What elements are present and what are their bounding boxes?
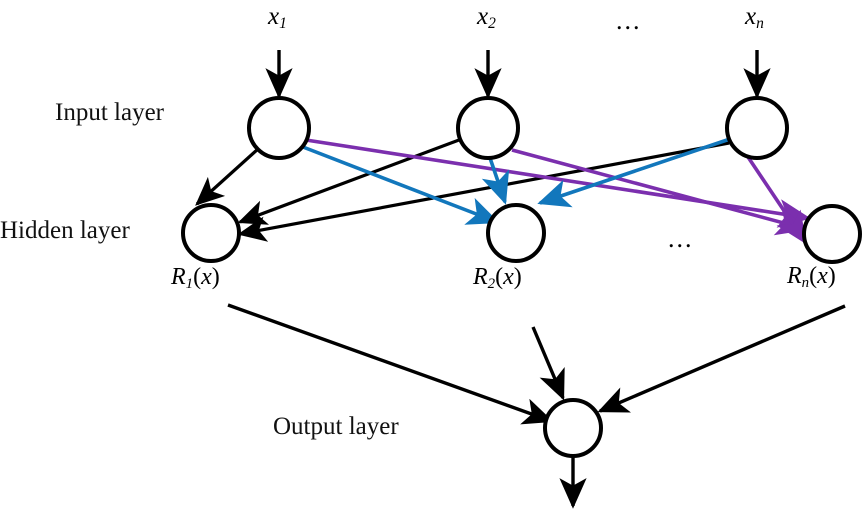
edges-to-output-group xyxy=(227,303,846,425)
edge-in2-to-hn xyxy=(511,148,809,236)
edge-inn-to-h2 xyxy=(537,137,731,208)
input-variable-xn: xn xyxy=(745,3,764,33)
hidden-layer-label: Hidden layer xyxy=(0,217,130,244)
edge-in1-to-hn xyxy=(305,138,811,228)
output-node xyxy=(543,398,603,458)
hidden-node-1 xyxy=(181,203,241,263)
edge-h1-to-output xyxy=(227,303,554,425)
input-node-1 xyxy=(247,96,311,160)
input-feed-arrow-group xyxy=(265,50,771,99)
edge-inn-to-hn xyxy=(746,155,807,245)
input-variable-x2: x2 xyxy=(477,3,496,33)
hidden-node-label-r1: R1(x) xyxy=(171,264,220,292)
hidden-node-label-r2: R2(x) xyxy=(473,264,522,292)
edges-to-hidden-n-group xyxy=(305,138,811,245)
input-row-ellipsis: ... xyxy=(616,6,642,35)
hidden-row-ellipsis: ... xyxy=(668,224,694,253)
edges-to-hidden-2-group xyxy=(302,137,731,225)
hidden-node-label-rn: Rn(x) xyxy=(787,263,836,291)
hidden-node-n xyxy=(802,204,862,264)
edge-in1-to-h2 xyxy=(302,145,500,225)
edge-in2-to-h2 xyxy=(481,157,510,205)
edge-hn-to-output xyxy=(597,304,846,413)
input-variable-x1: x1 xyxy=(268,3,287,33)
edge-h2-to-output xyxy=(531,326,565,401)
hidden-node-2 xyxy=(486,203,546,263)
input-node-group xyxy=(247,96,789,160)
input-node-n xyxy=(725,96,789,160)
edge-in2-to-h1 xyxy=(237,138,460,225)
output-layer-label: Output layer xyxy=(273,413,399,440)
input-node-2 xyxy=(456,96,520,160)
output-node-group xyxy=(543,398,603,458)
edge-in1-to-h1 xyxy=(195,147,260,206)
hidden-node-group xyxy=(181,203,862,264)
input-layer-label: Input layer xyxy=(55,99,164,126)
